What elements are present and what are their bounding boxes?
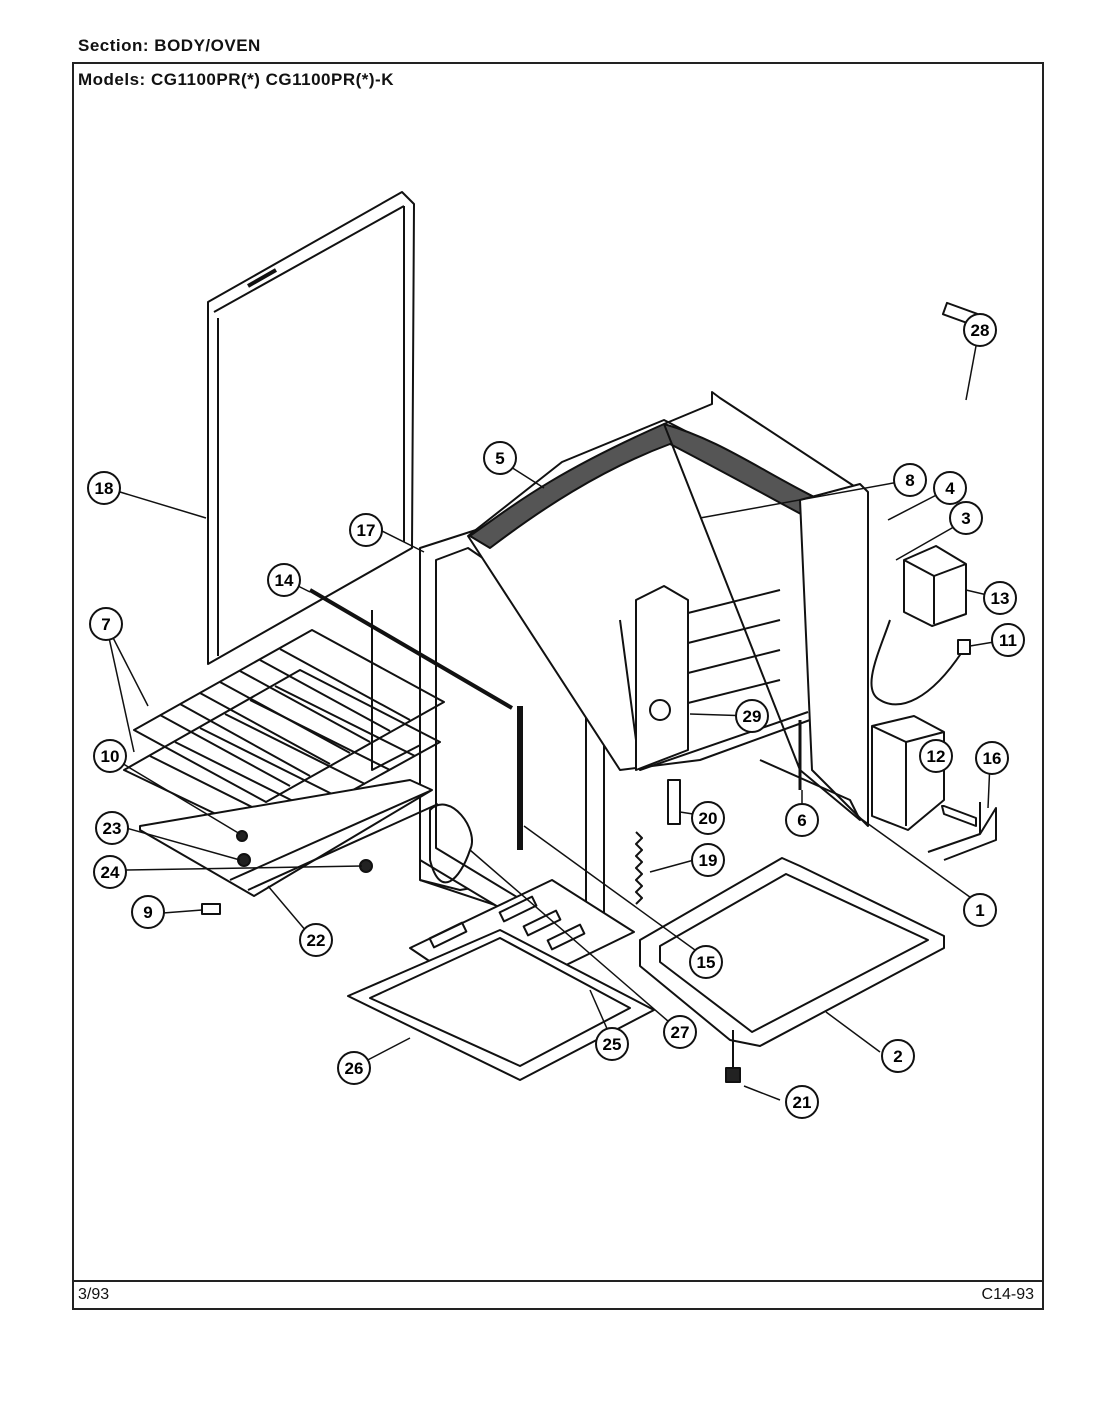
callout-17-label: 17 bbox=[357, 521, 376, 540]
hinge bbox=[667, 779, 681, 825]
footer-rule bbox=[72, 1280, 1044, 1282]
callout-11: 11 bbox=[991, 623, 1025, 657]
callout-2-label: 2 bbox=[893, 1047, 902, 1066]
leveler-foot bbox=[725, 1067, 741, 1083]
callout-20-label: 20 bbox=[699, 809, 718, 828]
callout-10: 10 bbox=[93, 739, 127, 773]
callout-1: 1 bbox=[963, 893, 997, 927]
callout-28: 28 bbox=[963, 313, 997, 347]
callout-8-label: 8 bbox=[905, 471, 914, 490]
callout-20: 20 bbox=[691, 801, 725, 835]
callout-29: 29 bbox=[735, 699, 769, 733]
callout-16: 16 bbox=[975, 741, 1009, 775]
section-label: Section: bbox=[78, 36, 150, 55]
oven-racks bbox=[123, 629, 445, 839]
models-value: CG1100PR(*) CG1100PR(*)-K bbox=[150, 70, 394, 89]
callout-13-label: 13 bbox=[991, 589, 1010, 608]
callout-24-label: 24 bbox=[101, 863, 120, 882]
callout-23-label: 23 bbox=[103, 819, 122, 838]
callout-8: 8 bbox=[893, 463, 927, 497]
callout-5-label: 5 bbox=[495, 449, 504, 468]
callout-26-label: 26 bbox=[345, 1059, 364, 1078]
callout-5: 5 bbox=[483, 441, 517, 475]
callout-6-label: 6 bbox=[797, 811, 806, 830]
clip bbox=[941, 805, 977, 827]
models-label: Models: bbox=[78, 70, 146, 89]
callout-2: 2 bbox=[881, 1039, 915, 1073]
section-line: Section: BODY/OVEN bbox=[78, 36, 261, 56]
callout-10-label: 10 bbox=[101, 747, 120, 766]
callout-21: 21 bbox=[785, 1085, 819, 1119]
callout-29-label: 29 bbox=[743, 707, 762, 726]
base-frame bbox=[639, 857, 945, 1047]
callout-16-label: 16 bbox=[983, 749, 1002, 768]
callout-12: 12 bbox=[919, 739, 953, 773]
callout-27: 27 bbox=[663, 1015, 697, 1049]
mounting-bracket bbox=[927, 802, 997, 861]
callout-25: 25 bbox=[595, 1027, 629, 1061]
callout-4-label: 4 bbox=[945, 479, 955, 498]
callout-19-label: 19 bbox=[699, 851, 718, 870]
callout-23: 23 bbox=[95, 811, 129, 845]
callout-14: 14 bbox=[267, 563, 301, 597]
callout-9-label: 9 bbox=[143, 903, 152, 922]
back-panel bbox=[663, 391, 869, 827]
callout-12-label: 12 bbox=[927, 747, 946, 766]
models-line: Models: CG1100PR(*) CG1100PR(*)-K bbox=[78, 70, 394, 90]
callout-4: 4 bbox=[933, 471, 967, 505]
callout-15-label: 15 bbox=[697, 953, 716, 972]
callout-7: 7 bbox=[89, 607, 123, 641]
callout-6: 6 bbox=[785, 803, 819, 837]
cover-box bbox=[871, 715, 945, 831]
footer-date: 3/93 bbox=[78, 1286, 110, 1303]
small-hardware bbox=[201, 779, 741, 1083]
oven-bottom-rail bbox=[139, 779, 439, 897]
callout-14-label: 14 bbox=[275, 571, 294, 590]
callout-25-label: 25 bbox=[603, 1035, 622, 1054]
callout-3-label: 3 bbox=[961, 509, 970, 528]
callout-17: 17 bbox=[349, 513, 383, 547]
leader-lines bbox=[105, 345, 1007, 1101]
callout-24: 24 bbox=[93, 855, 127, 889]
callout-18: 18 bbox=[87, 471, 121, 505]
callout-3: 3 bbox=[949, 501, 983, 535]
callout-22: 22 bbox=[299, 923, 333, 957]
callout-7-label: 7 bbox=[101, 615, 110, 634]
callout-19: 19 bbox=[691, 843, 725, 877]
broiler-pan bbox=[347, 929, 655, 1081]
callout-13: 13 bbox=[983, 581, 1017, 615]
callout-18-label: 18 bbox=[95, 479, 114, 498]
power-cord bbox=[870, 619, 963, 706]
callout-21-label: 21 bbox=[793, 1093, 812, 1112]
callout-15: 15 bbox=[689, 945, 723, 979]
callout-bubbles: 1 2 3 4 5 6 7 8 9 10 11 12 13 14 15 16 1… bbox=[87, 313, 1025, 1119]
callout-22-label: 22 bbox=[307, 931, 326, 950]
diagram-frame bbox=[72, 62, 1044, 1310]
section-value: BODY/OVEN bbox=[154, 36, 261, 55]
callout-26: 26 bbox=[337, 1051, 371, 1085]
oven-cavity bbox=[467, 419, 821, 771]
top-panel bbox=[207, 191, 415, 665]
callout-27-label: 27 bbox=[671, 1023, 690, 1042]
callout-28-label: 28 bbox=[971, 321, 990, 340]
callout-11-label: 11 bbox=[999, 631, 1017, 650]
shelf-rod bbox=[308, 588, 514, 710]
callout-9: 9 bbox=[131, 895, 165, 929]
side-clip bbox=[201, 903, 221, 915]
spring bbox=[635, 831, 643, 905]
footer-code: C14-93 bbox=[981, 1286, 1034, 1303]
control-box bbox=[903, 545, 967, 627]
callout-1-label: 1 bbox=[975, 901, 984, 920]
cord-plug bbox=[957, 639, 971, 655]
